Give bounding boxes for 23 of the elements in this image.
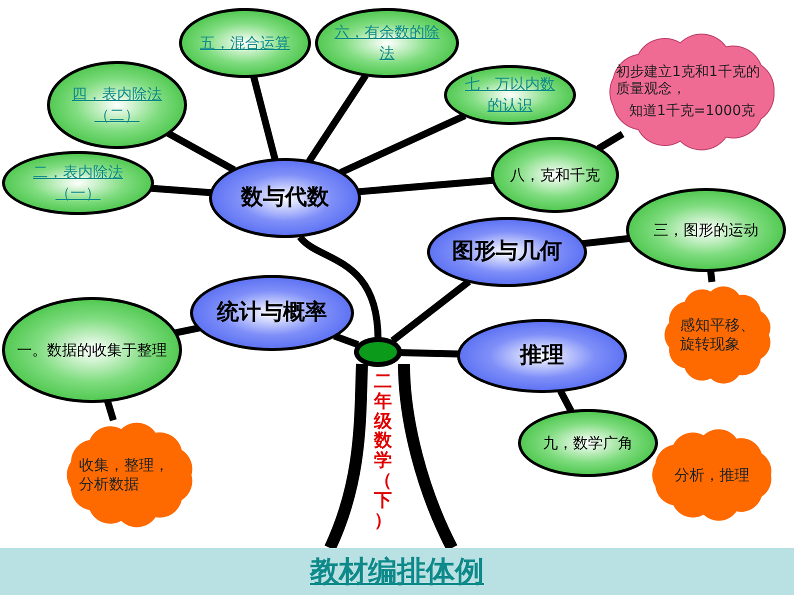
cloud-text: 初步建立1克和1千克的质量观念， [616, 64, 761, 99]
cloud-text: 感知平移、旋转现象 [680, 316, 756, 354]
cloud-text: 知道1千克=1000克 [628, 102, 756, 120]
cloud-text: 收集，整理，分析数据 [79, 456, 170, 494]
unit-ellipse: 九，数学广角 [518, 409, 658, 477]
branch-line [166, 130, 236, 173]
topic-ellipse: 数与代数 [209, 158, 361, 238]
unit-ellipse: 三，图形的运动 [626, 188, 786, 272]
topic-ellipse: 图形与几何 [427, 217, 587, 287]
cloud-text: 分析，推理 [674, 466, 750, 484]
branch-line [707, 270, 716, 282]
unit-ellipse: 八，克和千克 [491, 137, 619, 213]
topic-ellipse: 推理 [457, 319, 627, 393]
branch-line [339, 112, 466, 176]
branch-line [596, 131, 624, 152]
trunk-top-ellipse [354, 337, 402, 367]
branch-line [390, 278, 471, 344]
unit-ellipse: 一。数据的收集于整理 [2, 297, 182, 403]
vertical-title: 二年级数学（下） [374, 372, 392, 530]
branch-line [250, 76, 278, 160]
topic-ellipse: 统计与概率 [190, 275, 354, 351]
title: 教材编排体例 [308, 553, 485, 590]
branch-line [333, 332, 360, 348]
